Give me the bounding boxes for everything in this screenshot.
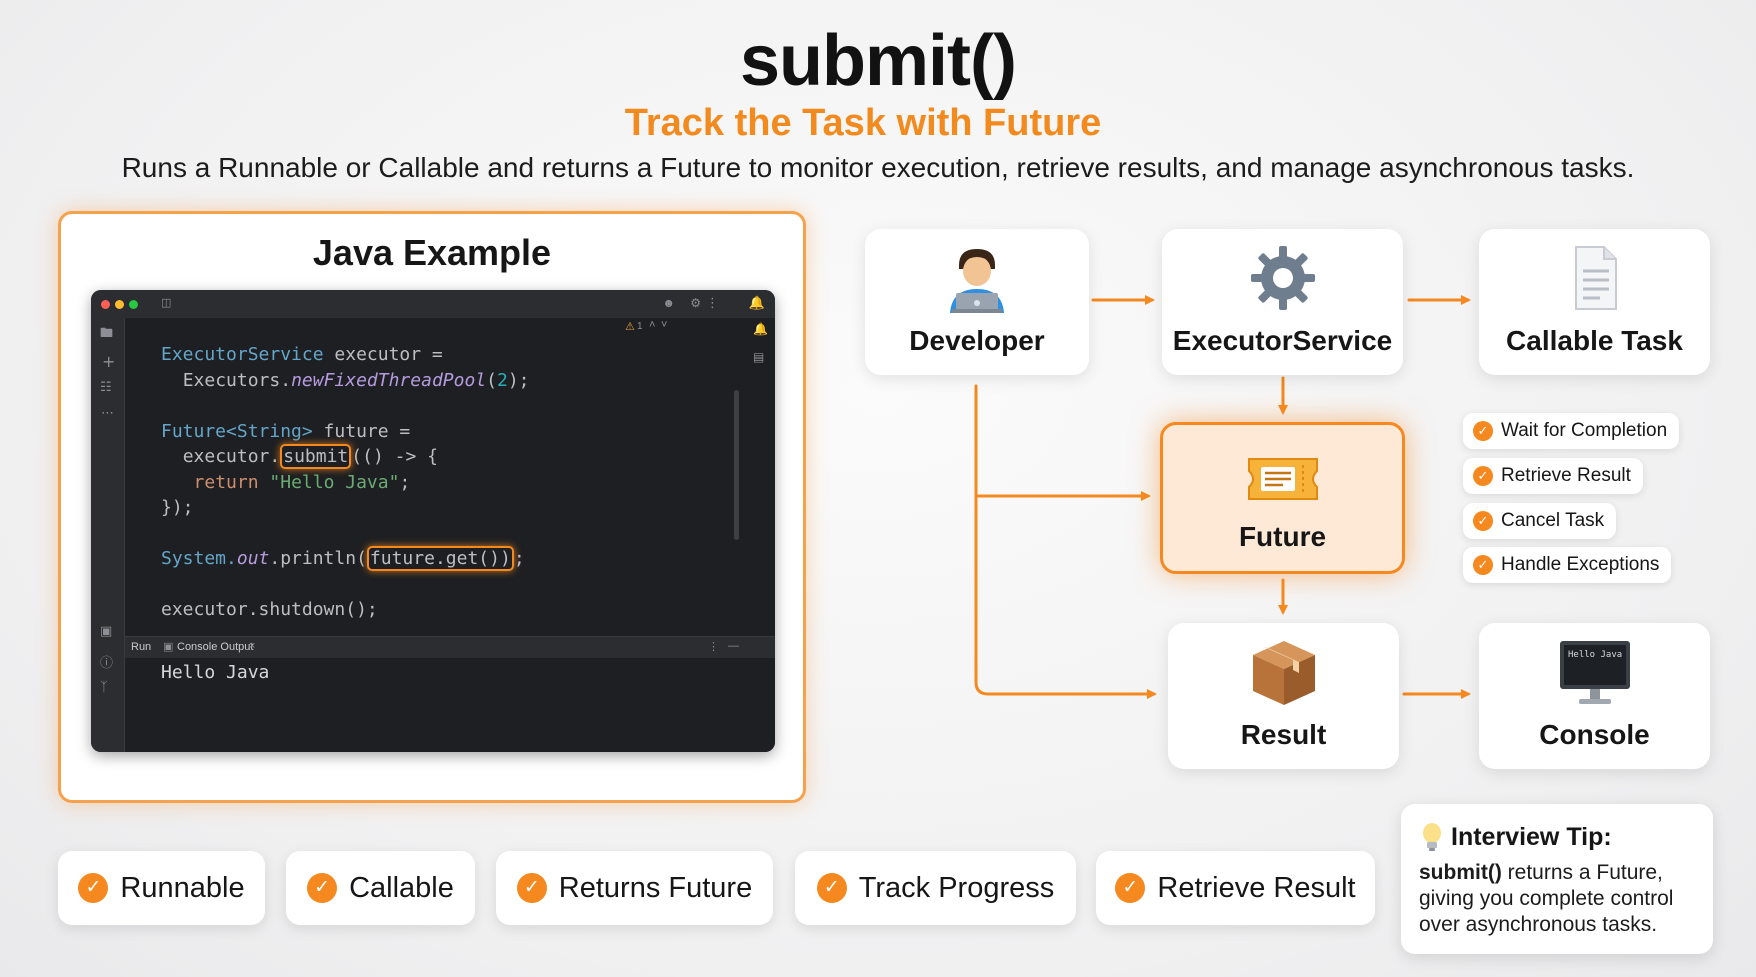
minimize-panel-icon[interactable]: — [728,640,739,652]
console-label: Console [1539,719,1650,750]
code-line: return "Hello Java"; [193,471,411,493]
executor-service-box: ExecutorService [1162,229,1403,375]
code-line: }); [161,497,194,518]
chevron-up-icon[interactable]: ˄ [649,319,656,331]
check-icon: ✓ [516,873,547,903]
example-title: Java Example [312,232,552,273]
gear-icon [1248,243,1318,318]
maximize-window-dot[interactable] [129,300,138,309]
tip-body: submit() returns a Future, giving you co… [1419,861,1674,936]
notifications-icon[interactable]: 🔔 [748,295,765,310]
chevron-down-icon[interactable]: ˅ [661,319,668,331]
check-icon: ✓ [1473,421,1493,441]
result-box: Result [1168,623,1399,769]
page-title: submit() [740,21,1017,101]
check-icon: ✓ [816,873,847,903]
callable-task-box: Callable Task [1479,229,1710,375]
future-get-highlight: future.get()) [366,546,514,571]
check-icon: ✓ [1115,873,1146,903]
problems-icon[interactable]: ⓘ [100,656,114,671]
minimize-window-dot[interactable] [115,300,124,309]
console-box: Hello Java Console [1479,623,1710,769]
git-icon[interactable]: ᛉ [100,680,108,695]
developer-icon [942,243,1012,318]
run-tool-bar: Run ▣ Console Output × ⋮ — [125,636,775,658]
package-icon [1249,637,1319,712]
capability-wait-for-completion: ✓Wait for Completion [1463,413,1680,449]
result-label: Result [1240,719,1327,750]
ide-window: ◫ ☻ ⚙ ⋮ 🔔 🖿 + ☷ ⋯ ▣ ⓘ ᛉ 🔔 ▤ ⚠ 1 ˄ ˅ Exec… [91,290,775,752]
feature-track-progress: ✓Track Progress [795,851,1076,925]
ide-gutter [125,318,153,752]
check-icon: ✓ [1473,466,1493,486]
check-icon: ✓ [1473,511,1493,531]
add-icon[interactable]: + [102,352,116,371]
ide-titlebar: ◫ ☻ ⚙ ⋮ 🔔 [91,290,775,318]
callable-task-label: Callable Task [1506,325,1683,356]
interview-tip-card: Interview Tip: submit() returns a Future… [1401,804,1713,954]
console-output: Hello Java [161,662,270,683]
page-subtitle: Track the Task with Future [624,102,1102,144]
developer-label: Developer [909,325,1045,356]
executor-service-label: ExecutorService [1172,325,1393,356]
code-editor[interactable]: ExecutorService executor = Executors.new… [161,342,530,623]
code-line: Executors.newFixedThreadPool(2); [182,369,530,391]
feature-runnable: ✓Runnable [58,851,265,925]
run-tab[interactable]: Run [131,641,152,653]
feature-returns-future: ✓Returns Future [496,851,773,925]
developer-box: Developer [865,229,1089,375]
capability-cancel-task: ✓Cancel Task [1463,503,1617,539]
warning-icon[interactable]: ⚠ [625,321,635,333]
database-icon[interactable]: ▤ [753,350,765,364]
settings-icon[interactable]: ⚙ [690,296,701,310]
page-description: Runs a Runnable or Callable and returns … [121,152,1635,183]
console-output-tab[interactable]: Console Output [177,641,254,653]
code-line: ExecutorService executor = [161,344,443,365]
account-icon[interactable]: ☻ [662,296,675,310]
arrow-developer-to-result [974,494,1157,699]
code-line: executor.shutdown(); [161,599,378,620]
more-menu-icon[interactable]: ⋮ [706,295,719,310]
feature-retrieve-result: ✓Retrieve Result [1096,851,1375,925]
warning-count: 1 [637,321,643,332]
document-icon [1560,243,1630,318]
editor-scrollbar[interactable] [734,390,739,540]
code-line: executor.submit(() -> { [182,444,438,469]
project-switcher-icon[interactable]: ◫ [161,297,172,309]
ide-tool-sidebar: 🖿 + ☷ ⋯ ▣ ⓘ ᛉ [91,318,125,752]
lightbulb-icon [1423,823,1441,851]
structure-icon[interactable]: ☷ [100,380,112,395]
feature-callable: ✓Callable [286,851,475,925]
tip-title: Interview Tip: [1421,822,1612,852]
more-tools-icon[interactable]: ⋯ [101,406,114,421]
console-tab-icon: ▣ [163,641,174,653]
folder-icon[interactable]: 🖿 [100,326,114,341]
check-icon: ✓ [78,873,109,903]
ide-right-toolbar: 🔔 ▤ [745,318,775,752]
close-tab-icon[interactable]: × [249,640,256,652]
capability-retrieve-result: ✓Retrieve Result [1463,458,1643,494]
future-label: Future [1238,521,1327,552]
java-example-panel: Java Example ◫ ☻ ⚙ ⋮ 🔔 🖿 + ☷ ⋯ ▣ ⓘ ᛉ 🔔 ▤… [58,211,806,803]
check-icon: ✓ [1473,555,1493,575]
console-menu-icon[interactable]: ⋮ [708,641,719,653]
code-line: Future<String> future = [161,420,411,442]
notifications-bell-icon[interactable]: 🔔 [753,322,768,336]
capability-handle-exceptions: ✓Handle Exceptions [1463,547,1672,583]
ticket-icon [1243,453,1323,510]
submit-highlight: submit [280,444,352,469]
code-line: System.out.println(future.get()); [161,546,525,571]
arrow-developer-to-future [974,384,1151,501]
run-panel-icon[interactable]: ▣ [100,624,113,639]
close-window-dot[interactable] [101,300,110,309]
check-icon: ✓ [307,873,338,903]
monitor-screen-text: Hello Java [1568,650,1622,660]
future-box: Future [1160,422,1405,574]
monitor-icon: Hello Java [1557,639,1633,714]
